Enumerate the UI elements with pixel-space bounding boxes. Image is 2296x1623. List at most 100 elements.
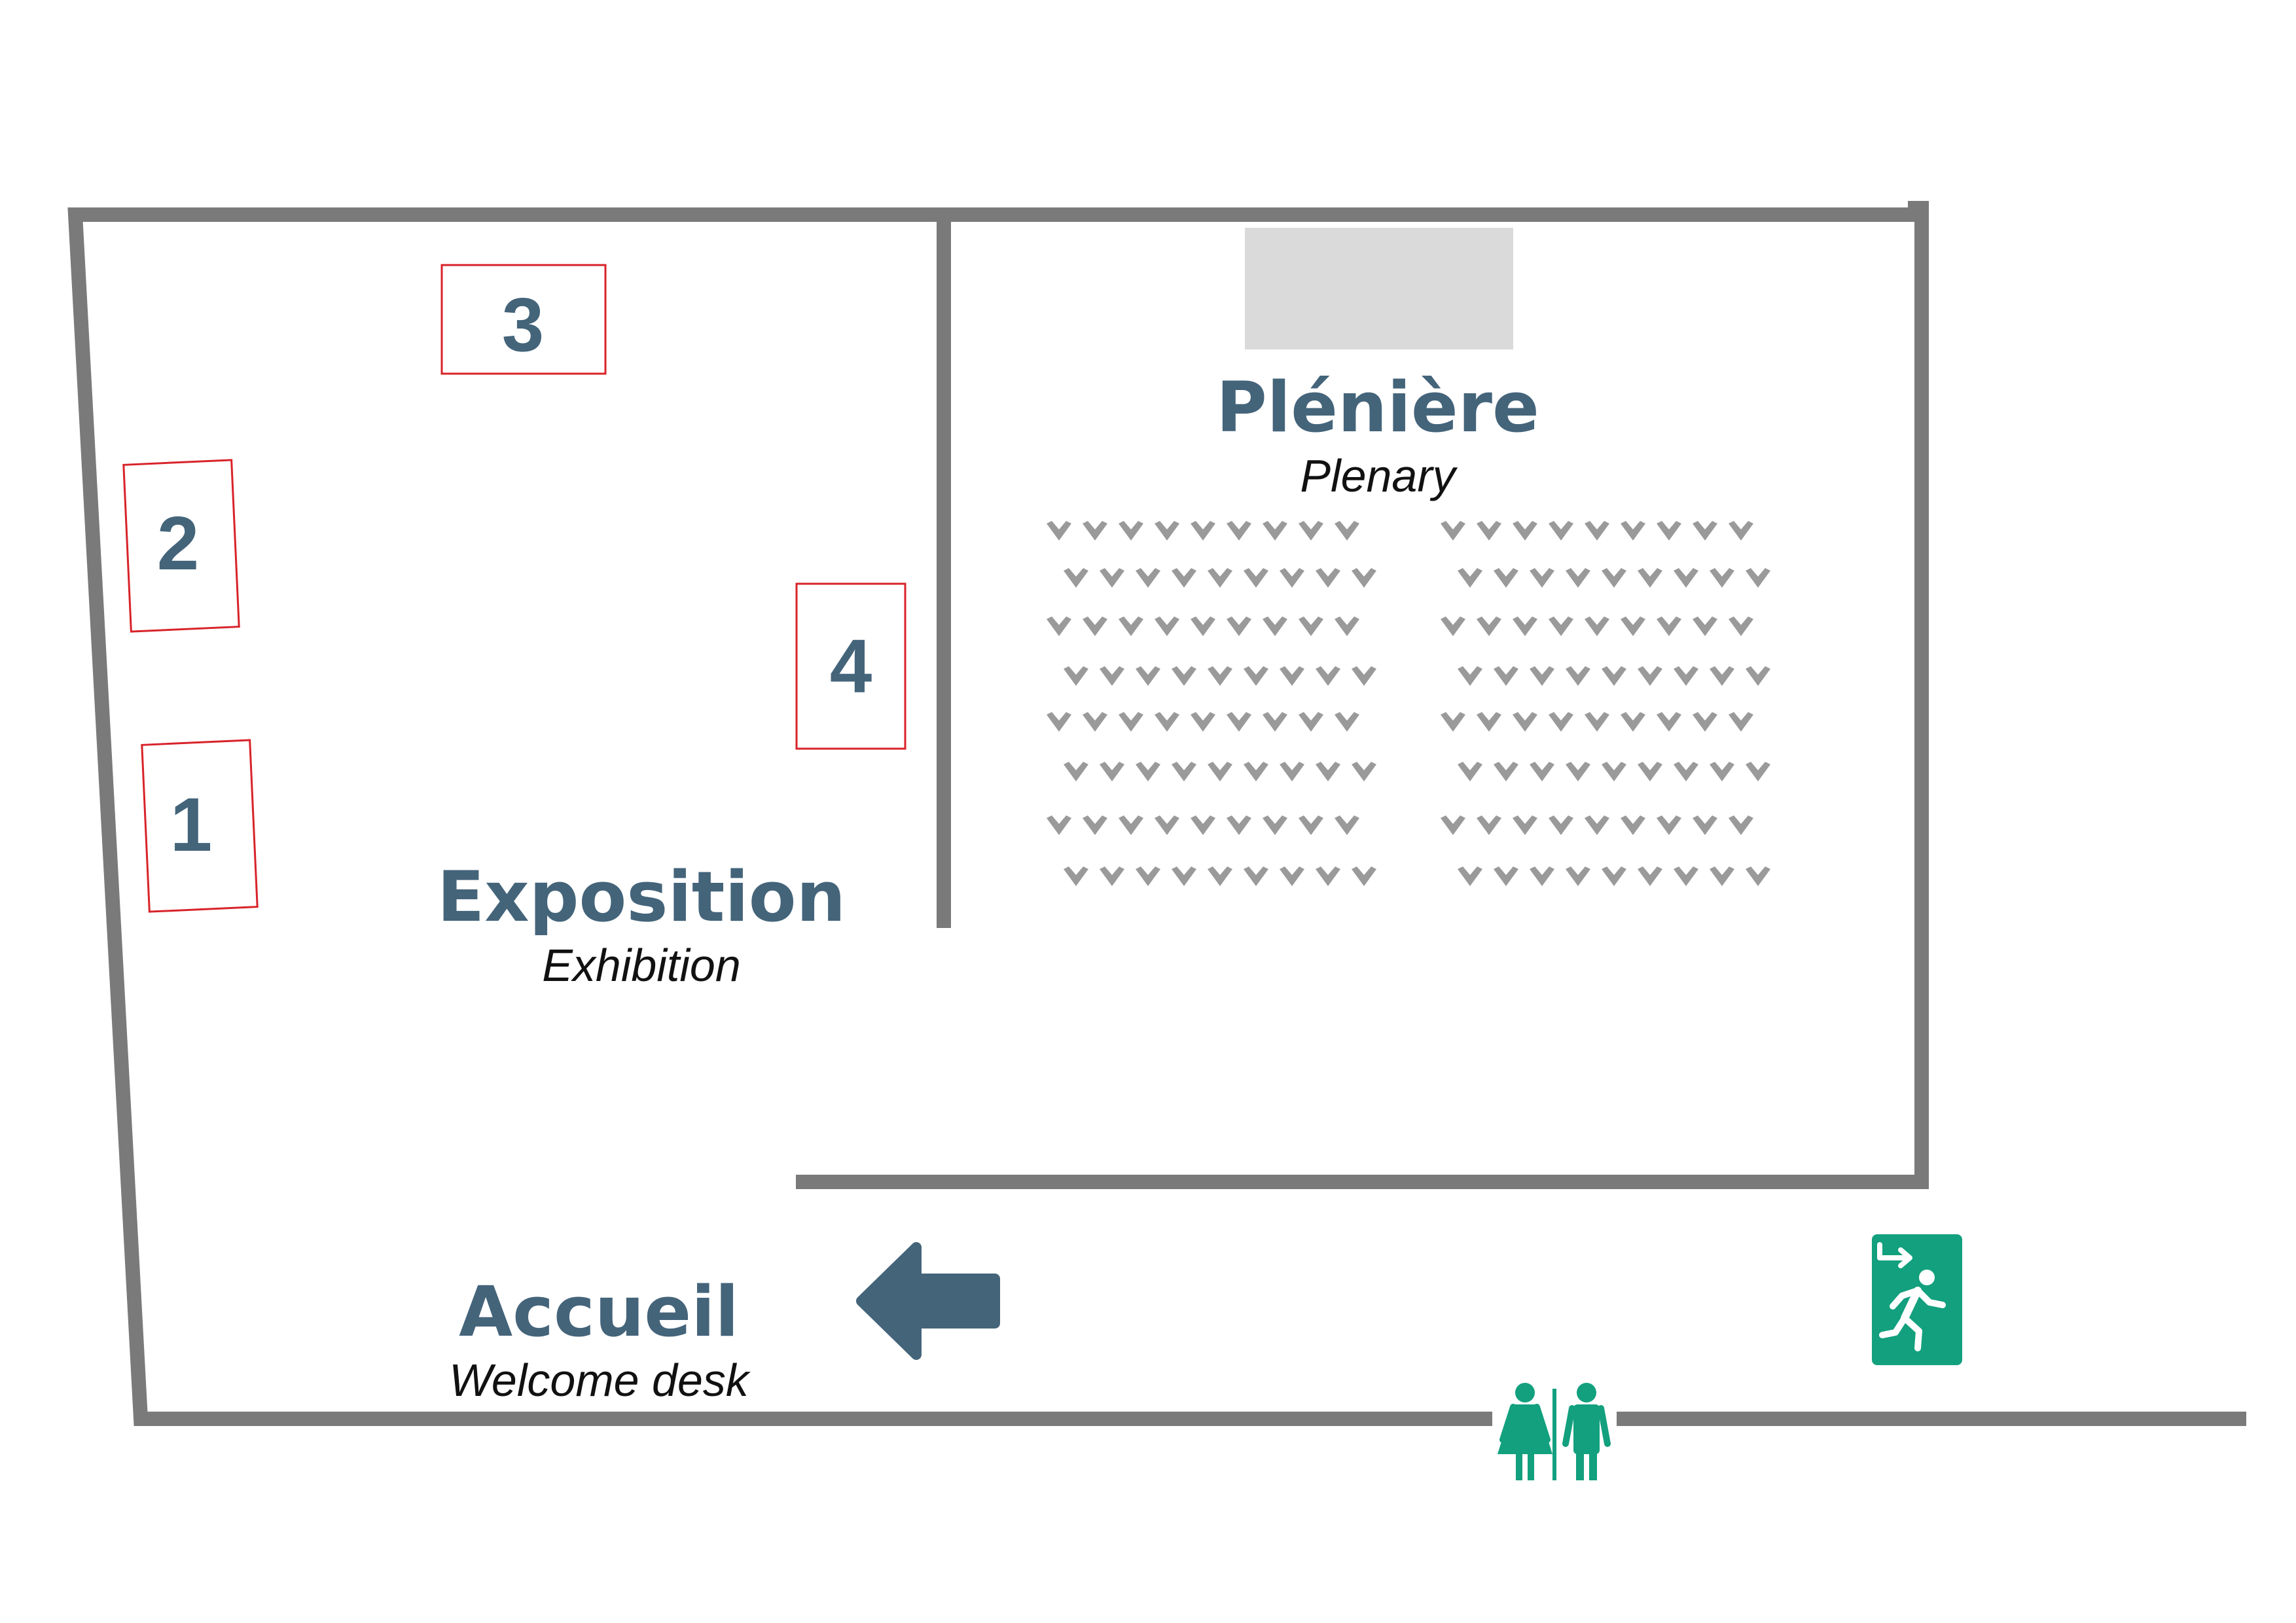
- stand-1-number: 1: [170, 782, 213, 867]
- seat: [1335, 815, 1359, 835]
- seat: [1191, 815, 1215, 835]
- seat: [1119, 616, 1143, 636]
- seat: [1729, 815, 1753, 835]
- seat: [1335, 616, 1359, 636]
- seat: [1208, 666, 1232, 686]
- seat: [1477, 616, 1501, 636]
- seat: [1047, 521, 1071, 541]
- seat: [1280, 666, 1304, 686]
- seat: [1729, 521, 1753, 541]
- seat: [1352, 568, 1376, 588]
- seat: [1621, 815, 1645, 835]
- seat: [1244, 568, 1268, 588]
- seat: [1458, 666, 1482, 686]
- seat: [1621, 712, 1645, 732]
- accueil-subtitle: Welcome desk: [449, 1355, 749, 1406]
- seat: [1746, 568, 1770, 588]
- seat: [1191, 712, 1215, 732]
- seat: [1299, 616, 1323, 636]
- seat: [1047, 712, 1071, 732]
- accueil-title: Accueil: [459, 1272, 739, 1352]
- seat: [1657, 616, 1681, 636]
- seat: [1208, 762, 1232, 781]
- seat: [1621, 521, 1645, 541]
- walls: [67, 201, 2246, 1426]
- seat: [1441, 616, 1465, 636]
- seat: [1513, 815, 1537, 835]
- seat: [1549, 815, 1573, 835]
- seat: [1136, 866, 1160, 886]
- seat: [1299, 712, 1323, 732]
- seat: [1155, 521, 1179, 541]
- seat: [1513, 521, 1537, 541]
- emergency-exit-icon: [1872, 1234, 1962, 1365]
- seat: [1657, 712, 1681, 732]
- seat: [1638, 666, 1662, 686]
- wall-outer-left-top: [67, 207, 1915, 1426]
- seat: [1083, 616, 1107, 636]
- seat: [1136, 762, 1160, 781]
- seat: [1119, 815, 1143, 835]
- seat: [1263, 616, 1287, 636]
- seat: [1100, 762, 1124, 781]
- seat: [1064, 866, 1088, 886]
- seat: [1064, 568, 1088, 588]
- seat: [1746, 866, 1770, 886]
- seat: [1208, 568, 1232, 588]
- seat: [1244, 762, 1268, 781]
- seat: [1638, 762, 1662, 781]
- stand-2: [122, 459, 240, 633]
- seat: [1064, 666, 1088, 686]
- seat: [1638, 866, 1662, 886]
- seat: [1352, 762, 1376, 781]
- seat: [1136, 666, 1160, 686]
- seat: [1191, 616, 1215, 636]
- seat: [1458, 762, 1482, 781]
- seat: [1513, 616, 1537, 636]
- seat: [1693, 616, 1717, 636]
- seat: [1566, 762, 1590, 781]
- stand-1: [141, 739, 259, 913]
- seat: [1566, 866, 1590, 886]
- seat: [1494, 866, 1518, 886]
- seat: [1047, 815, 1071, 835]
- seat: [1263, 712, 1287, 732]
- seat: [1549, 712, 1573, 732]
- seat: [1477, 521, 1501, 541]
- seat: [1155, 712, 1179, 732]
- seat: [1549, 616, 1573, 636]
- seat: [1227, 521, 1251, 541]
- seat: [1083, 521, 1107, 541]
- stand-3-number: 3: [501, 282, 545, 367]
- seat: [1280, 762, 1304, 781]
- seat: [1710, 568, 1734, 588]
- stand-4-number: 4: [829, 624, 872, 709]
- seat: [1100, 866, 1124, 886]
- seat: [1172, 568, 1196, 588]
- seat: [1155, 815, 1179, 835]
- seat: [1585, 616, 1609, 636]
- seat: [1155, 616, 1179, 636]
- seat: [1280, 866, 1304, 886]
- seat: [1729, 616, 1753, 636]
- seat: [1494, 666, 1518, 686]
- seat: [1172, 866, 1196, 886]
- seat: [1119, 712, 1143, 732]
- stand-2-number: 2: [156, 501, 200, 586]
- seat: [1280, 568, 1304, 588]
- seat: [1674, 568, 1698, 588]
- seat: [1549, 521, 1573, 541]
- seat: [1335, 712, 1359, 732]
- seat: [1530, 568, 1554, 588]
- seat: [1172, 666, 1196, 686]
- seat: [1458, 568, 1482, 588]
- restroom-icon: [1492, 1383, 1617, 1480]
- seat: [1585, 712, 1609, 732]
- seat: [1710, 866, 1734, 886]
- seat: [1746, 666, 1770, 686]
- seat: [1566, 666, 1590, 686]
- stand-3: [440, 264, 607, 375]
- seat: [1530, 666, 1554, 686]
- seat: [1458, 866, 1482, 886]
